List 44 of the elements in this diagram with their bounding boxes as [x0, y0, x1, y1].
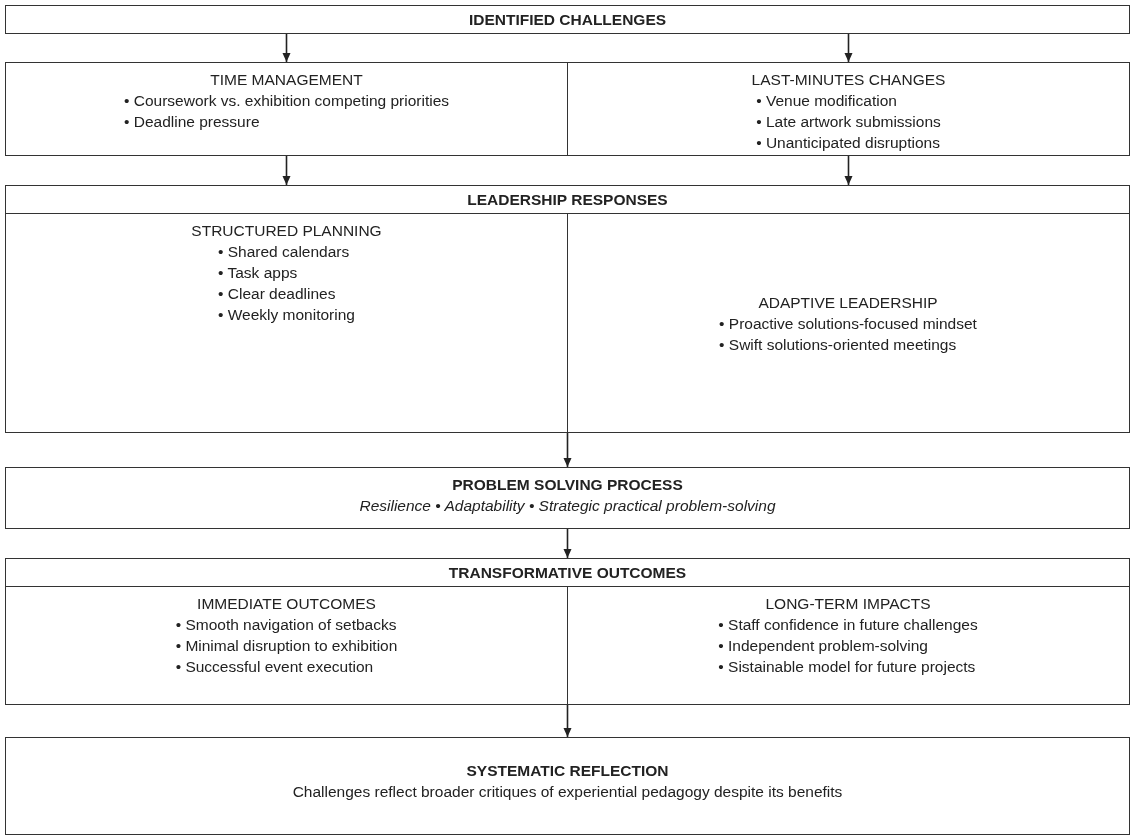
bullet-item: • Proactive solutions-focused mindset — [719, 313, 977, 334]
bullet-item: • Late artwork submissions — [756, 112, 941, 132]
heading: PROBLEM SOLVING PROCESS — [452, 475, 683, 495]
bullet-item: • Sistainable model for future projects — [718, 657, 976, 677]
process-box — [567, 62, 1130, 156]
arrow — [282, 155, 291, 186]
group-box — [5, 558, 1130, 705]
bullet-item: • Task apps — [218, 263, 298, 283]
bullet-item: • Successful event execution — [175, 657, 374, 677]
arrow — [563, 432, 572, 468]
bullet-item: • Coursework vs. exhibition competing priorities — [124, 91, 449, 111]
bullet-item: • Weekly monitoring — [218, 305, 355, 325]
heading: TRANSFORMATIVE OUTCOMES — [448, 564, 687, 582]
bullet-item: • Independent problem-solving — [718, 636, 928, 656]
note-text: Challenges reflect broader critiques of experiential pedagogy despite its benefits — [292, 782, 843, 802]
heading: LAST-MINUTES CHANGES — [751, 70, 946, 90]
arrow — [282, 33, 291, 63]
heading: IMMEDIATE OUTCOMES — [197, 594, 376, 614]
heading: SYSTEMATIC REFLECTION — [466, 761, 669, 781]
process-box — [5, 467, 1130, 529]
arrow — [844, 155, 853, 186]
bullet-item: • Swift solutions-oriented meetings — [719, 334, 957, 355]
bullet-item: • Venue modification — [756, 91, 897, 111]
heading: ADAPTIVE LEADERSHIP — [758, 292, 938, 313]
arrow — [844, 33, 853, 63]
heading: LEADERSHIP RESPONSES — [467, 191, 668, 209]
process-box — [5, 737, 1130, 835]
bullet-item: • Unanticipated disruptions — [756, 133, 940, 153]
arrow — [563, 528, 572, 559]
bullet-item: • Clear deadlines — [218, 284, 336, 304]
bullet-item: • Minimal disruption to exhibition — [175, 636, 398, 656]
process-box — [5, 62, 568, 156]
keyword-line: Resilience • Adaptability • Strategic practical problem-solving — [359, 496, 776, 516]
bullet-item: • Shared calendars — [218, 242, 350, 262]
heading: IDENTIFIED CHALLENGES — [468, 10, 667, 29]
group-box — [5, 185, 1130, 433]
heading: LONG-TERM IMPACTS — [765, 594, 931, 614]
arrow — [563, 704, 572, 738]
heading: STRUCTURED PLANNING — [191, 221, 382, 241]
process-box — [5, 5, 1130, 34]
heading: TIME MANAGEMENT — [210, 70, 363, 90]
bullet-item: • Smooth navigation of setbacks — [175, 615, 397, 635]
bullet-item: • Deadline pressure — [124, 112, 260, 132]
bullet-item: • Staff confidence in future challenges — [718, 615, 978, 635]
